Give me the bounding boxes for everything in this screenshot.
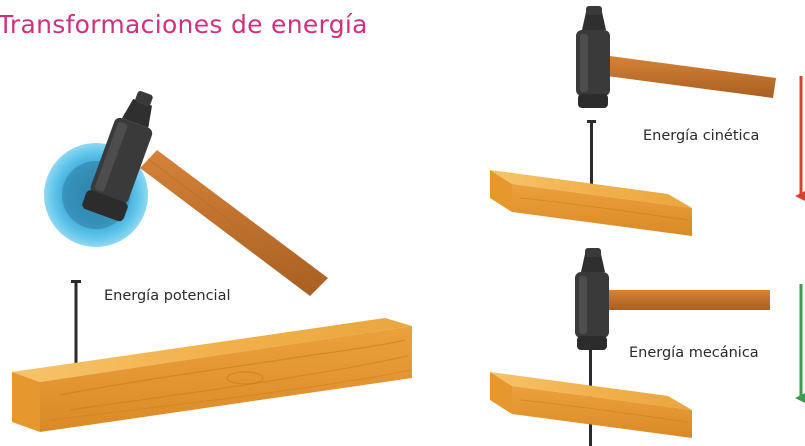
nail-icon xyxy=(587,120,596,188)
kinetic-energy-label: Energía cinética xyxy=(643,128,760,144)
wood-plank-icon xyxy=(490,170,692,236)
wood-plank-icon xyxy=(12,318,412,432)
wood-plank-icon xyxy=(490,372,692,438)
hammer-icon xyxy=(82,91,328,296)
hammer-icon xyxy=(576,6,776,108)
mechanical-energy-label: Energía mecánica xyxy=(629,345,759,361)
potential-energy-label: Energía potencial xyxy=(104,288,231,304)
hammer-icon xyxy=(575,248,770,350)
page-title: Transformaciones de energía xyxy=(0,10,368,39)
nail-icon xyxy=(71,280,81,368)
